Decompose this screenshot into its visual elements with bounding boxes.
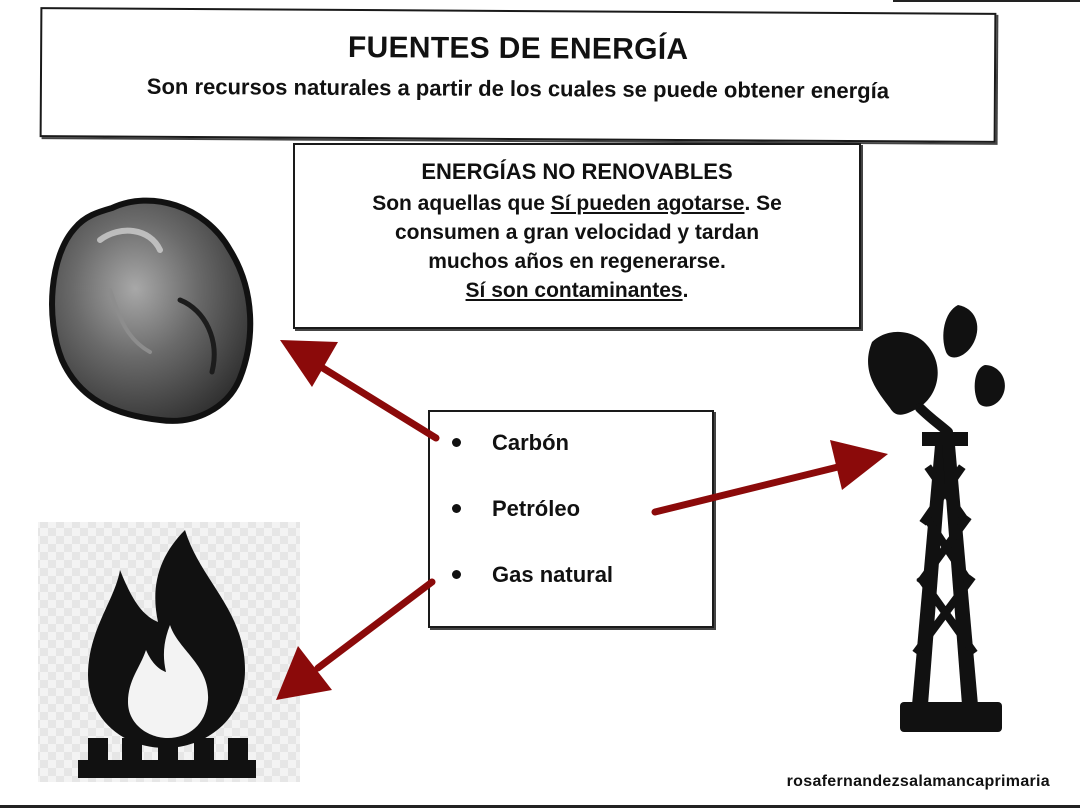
definition-line-4: Sí son contaminantes. bbox=[295, 276, 859, 305]
definition-line-4-underlined: Sí son contaminantes bbox=[465, 279, 683, 302]
list-item-gas-natural: Gas natural bbox=[492, 562, 614, 587]
definition-text: Son aquellas que Sí pueden agotarse. Se … bbox=[295, 189, 859, 305]
definition-box: ENERGÍAS NO RENOVABLES Son aquellas que … bbox=[293, 143, 861, 329]
definition-line-4-end: . bbox=[682, 279, 689, 302]
list-item-petroleo: Petróleo bbox=[492, 496, 581, 521]
list-item: Gas natural bbox=[430, 558, 710, 592]
definition-line-1-underlined: Sí pueden agotarse bbox=[550, 192, 745, 215]
definition-line-1: Son aquellas que Sí pueden agotarse. Se bbox=[295, 189, 859, 218]
bullet-icon bbox=[452, 570, 461, 579]
arrow-to-coal bbox=[280, 340, 440, 442]
definition-line-1-start: Son aquellas que bbox=[372, 192, 551, 215]
list-item: Petróleo bbox=[430, 492, 710, 526]
top-edge-line bbox=[893, 0, 1080, 2]
arrow-to-gas-flame bbox=[276, 578, 436, 700]
bullet-icon bbox=[452, 438, 461, 447]
oil-derrick-icon bbox=[868, 305, 1005, 732]
bullet-icon bbox=[452, 504, 461, 513]
list-item-carbon: Carbón bbox=[492, 430, 569, 455]
definition-heading: ENERGÍAS NO RENOVABLES bbox=[421, 159, 733, 184]
arrow-to-oil-derrick bbox=[651, 440, 888, 516]
energy-list-box: Carbón Petróleo Gas natural bbox=[428, 410, 714, 628]
author-credit: rosafernandezsalamancaprimaria bbox=[786, 773, 1050, 790]
definition-line-1-end: . Se bbox=[744, 192, 782, 215]
list-item: Carbón bbox=[430, 426, 710, 460]
bottom-edge-line bbox=[0, 805, 1080, 808]
coal-icon bbox=[49, 197, 254, 424]
definition-line-3: muchos años en regenerarse. bbox=[428, 250, 726, 273]
definition-line-2: consumen a gran velocidad y tardan bbox=[394, 221, 760, 244]
gas-flame-icon bbox=[38, 522, 300, 782]
